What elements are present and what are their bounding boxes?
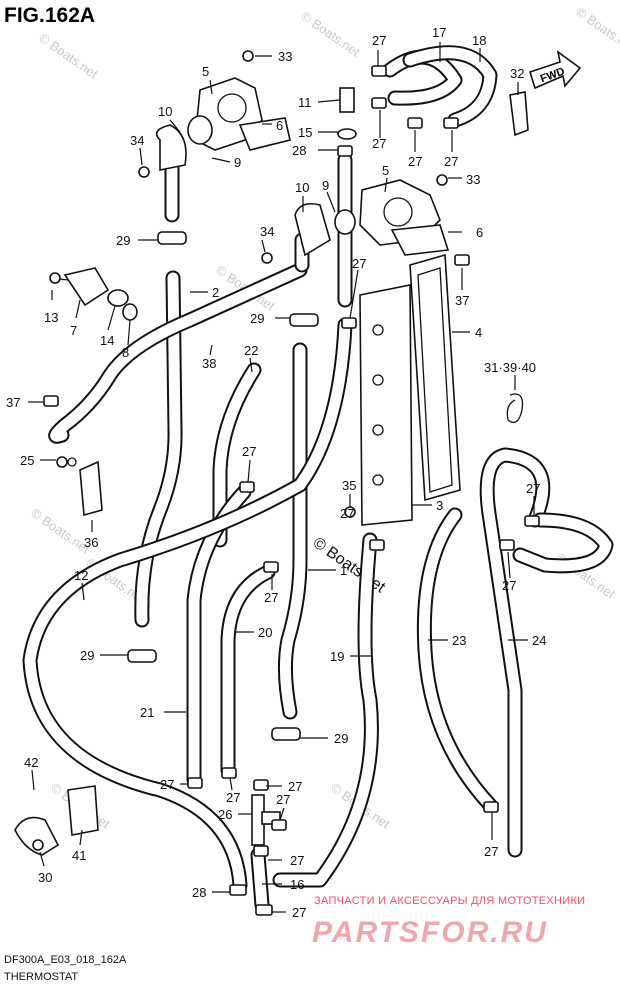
callout: 12 xyxy=(74,568,88,583)
callout: 6 xyxy=(276,118,283,133)
callout: 29 xyxy=(334,731,348,746)
callout: 15 xyxy=(298,125,312,140)
callout: 27 xyxy=(264,590,278,605)
callout: 4 xyxy=(475,325,482,340)
callout: 27 xyxy=(526,481,540,496)
hose-clamps xyxy=(43,65,540,916)
callout: 29 xyxy=(250,311,264,326)
callout: 22 xyxy=(244,343,258,358)
callout: 3 xyxy=(436,498,443,513)
watermark: © Boats.net xyxy=(298,8,363,60)
callout: 35 xyxy=(342,478,356,493)
callout: 33 xyxy=(278,49,292,64)
sensor-assembly xyxy=(51,267,138,321)
callout: 34 xyxy=(130,133,144,148)
thermostat-plate-3 xyxy=(359,284,413,526)
callout: 13 xyxy=(44,310,58,325)
callout: 7 xyxy=(70,323,77,338)
callout-labels: 33 5 10 6 34 9 29 27 17 18 32 11 15 28 2… xyxy=(6,25,546,920)
callout: 24 xyxy=(532,633,546,648)
callout: 27 xyxy=(160,777,174,792)
callout: 21 xyxy=(140,705,154,720)
callout: 26 xyxy=(218,807,232,822)
callout: 27 xyxy=(290,853,304,868)
thermostat-cover-4 xyxy=(409,253,461,502)
callout: 10 xyxy=(158,104,172,119)
callout: 31·39·40 xyxy=(484,360,536,375)
bolts xyxy=(32,50,448,851)
callout: 23 xyxy=(452,633,466,648)
callout: 27 xyxy=(444,154,458,169)
callout: 5 xyxy=(202,64,209,79)
callout: 20 xyxy=(258,625,272,640)
callout: 27 xyxy=(226,790,240,805)
figure-name: THERMOSTAT xyxy=(4,971,78,983)
thermostat-housing-right xyxy=(294,179,450,257)
callout: 5 xyxy=(382,163,389,178)
callout: 8 xyxy=(122,345,129,360)
fitting-26 xyxy=(251,794,281,846)
callout: 11 xyxy=(298,95,312,110)
bracket-36 xyxy=(67,457,103,517)
callout: 27 xyxy=(276,792,290,807)
watermark: © Boats.net xyxy=(36,30,101,82)
callout: 6 xyxy=(476,225,483,240)
callout: 27 xyxy=(288,779,302,794)
callout: 34 xyxy=(260,224,274,239)
leader-lines xyxy=(28,42,535,913)
callout: 18 xyxy=(472,33,486,48)
callout: 9 xyxy=(322,178,329,193)
callout: 27 xyxy=(352,256,366,271)
bracket-41 xyxy=(67,785,99,836)
thermostat-housing-left xyxy=(155,77,291,171)
callout: 38 xyxy=(202,356,216,371)
callout: 42 xyxy=(24,755,38,770)
callout: 32 xyxy=(510,66,524,81)
figure-code: DF300A_E03_018_162A xyxy=(4,954,127,966)
callout: 10 xyxy=(295,180,309,195)
brand-tagline: ЗАПЧАСТИ И АКСЕССУАРЫ ДЛЯ МОТОТЕХНИКИ xyxy=(314,895,585,907)
callout: 25 xyxy=(20,453,34,468)
callout: 27 xyxy=(502,578,516,593)
watermark: © Boats.net xyxy=(573,4,620,56)
brand-logo: PARTSFOR.RU xyxy=(312,916,548,949)
clip-30 xyxy=(14,816,60,856)
callout: 27 xyxy=(484,844,498,859)
callout: 2 xyxy=(212,285,219,300)
callout: 29 xyxy=(116,233,130,248)
callout: 27 xyxy=(372,33,386,48)
hoses xyxy=(22,45,614,913)
callout: 27 xyxy=(242,444,256,459)
callout: 27 xyxy=(340,506,354,521)
callout: 1 xyxy=(340,563,347,578)
callout: 41 xyxy=(72,848,86,863)
clip-31-39-40 xyxy=(506,393,524,424)
callout: 16 xyxy=(290,877,304,892)
callout: 28 xyxy=(192,885,206,900)
callout: 28 xyxy=(292,143,306,158)
callout: 27 xyxy=(408,154,422,169)
callout: 36 xyxy=(84,535,98,550)
callout: 19 xyxy=(330,649,344,664)
clip-32 xyxy=(509,91,529,137)
callout: 33 xyxy=(466,172,480,187)
callout: 27 xyxy=(292,905,306,920)
callout: 9 xyxy=(234,155,241,170)
callout: 29 xyxy=(80,648,94,663)
fwd-arrow-icon: FWD xyxy=(529,50,582,90)
callout: 37 xyxy=(6,395,20,410)
figure-title: FIG.162A xyxy=(4,4,95,27)
callout: 17 xyxy=(432,25,446,40)
callout: 30 xyxy=(38,870,52,885)
fitting-11 xyxy=(337,87,357,140)
callout: 27 xyxy=(372,136,386,151)
callout: 14 xyxy=(100,333,114,348)
callout: 37 xyxy=(455,293,469,308)
